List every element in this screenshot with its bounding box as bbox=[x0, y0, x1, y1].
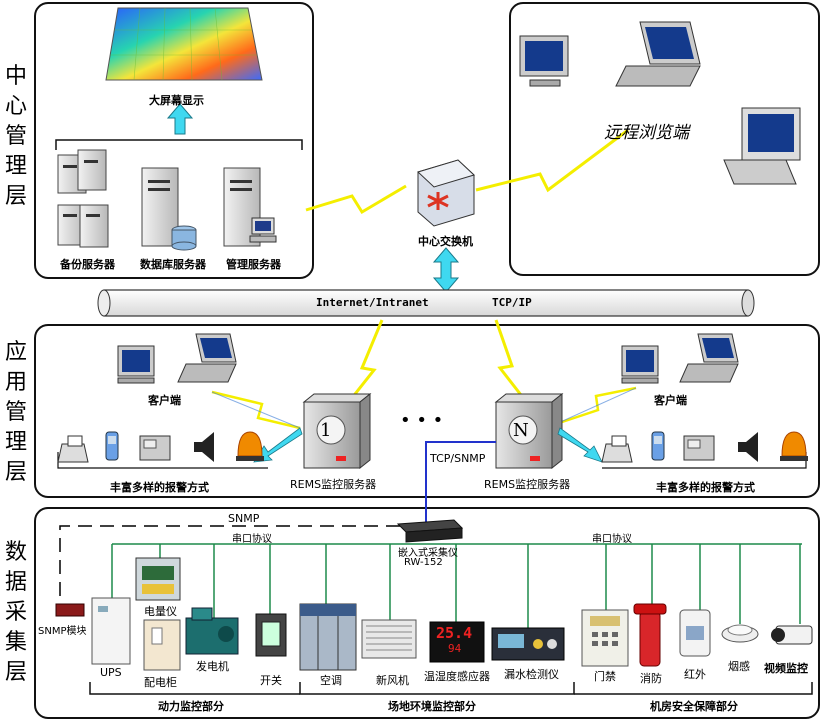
air-conditioner-label: 空调 bbox=[320, 674, 342, 687]
rems-server-1-label: REMS监控服务器 bbox=[290, 478, 377, 491]
security-section: 机房安全保障部分 bbox=[650, 700, 738, 713]
internet-label: Internet/Intranet bbox=[316, 296, 429, 309]
snmp-label: SNMP bbox=[228, 512, 260, 525]
server-ellipsis: • • • bbox=[400, 410, 444, 431]
power-meter-label: 电量仪 bbox=[144, 605, 177, 618]
client-laptop-icon-right bbox=[679, 333, 739, 383]
fire-label: 消防 bbox=[640, 672, 662, 685]
power-meter-icon bbox=[135, 557, 181, 601]
mobile-phone-icon-right bbox=[651, 431, 665, 461]
power-monitoring-section: 动力监控部分 bbox=[158, 700, 224, 713]
upload-arrow-icon bbox=[166, 103, 194, 135]
rems-server-n-icon bbox=[494, 392, 564, 470]
water-leak-detector-icon bbox=[491, 627, 565, 661]
distribution-cabinet-label: 配电柜 bbox=[144, 676, 177, 689]
serial-protocol-label-right: 串口协议 bbox=[592, 534, 632, 545]
access-control-icon bbox=[581, 609, 629, 667]
distribution-cabinet-icon bbox=[143, 619, 181, 671]
embedded-collector-icon bbox=[396, 519, 464, 543]
remote-workstation-icon bbox=[723, 107, 801, 185]
air-conditioner-icon bbox=[299, 603, 357, 671]
tcp-snmp-label: TCP/SNMP bbox=[430, 452, 486, 465]
water-leak-label: 漏水检测仪 bbox=[504, 668, 559, 681]
client-desktop-icon-right bbox=[621, 345, 659, 384]
temperature-reading: 25.4 bbox=[436, 624, 473, 642]
infrared-label: 红外 bbox=[684, 668, 706, 681]
fax-icon-right bbox=[601, 435, 633, 463]
smoke-detector-label: 烟感 bbox=[728, 660, 750, 673]
phone-icon-right bbox=[683, 435, 715, 461]
speaker-icon bbox=[194, 432, 214, 462]
layer-title-application: 应用管理层 bbox=[4, 340, 27, 485]
management-server-label: 管理服务器 bbox=[226, 258, 281, 271]
serial-bus bbox=[111, 543, 802, 628]
fax-icon bbox=[57, 435, 89, 463]
phone-icon bbox=[139, 435, 171, 461]
snmp-module-icon bbox=[55, 603, 85, 617]
layer-title-center: 中心管理层 bbox=[4, 64, 27, 209]
collector-model-label: RW-152 bbox=[404, 557, 443, 568]
rems-server-1-icon bbox=[302, 392, 372, 470]
remote-laptop-icon bbox=[615, 21, 701, 87]
serial-protocol-label-left: 串口协议 bbox=[232, 534, 272, 545]
generator-label: 发电机 bbox=[196, 660, 229, 673]
client-label-right: 客户端 bbox=[654, 394, 687, 407]
client-label-left: 客户端 bbox=[148, 394, 181, 407]
infrared-sensor-icon bbox=[679, 609, 711, 657]
smoke-detector-icon bbox=[721, 624, 759, 643]
center-switch-label: 中心交换机 bbox=[418, 235, 473, 248]
environment-monitoring-section: 场地环境监控部分 bbox=[388, 700, 476, 713]
temperature-humidity-sensor-icon bbox=[429, 621, 485, 663]
warning-light-icon bbox=[236, 431, 264, 461]
fire-hydrant-icon bbox=[633, 603, 667, 667]
protocol-label: TCP/IP bbox=[492, 296, 532, 309]
big-screen-label: 大屏幕显示 bbox=[149, 94, 204, 107]
collector-label: 嵌入式采集仪 bbox=[398, 548, 458, 559]
remote-browser-label: 远程浏览端 bbox=[604, 123, 689, 143]
rems-server-1-number: 1 bbox=[320, 420, 332, 441]
rems-server-n-label: REMS监控服务器 bbox=[484, 478, 571, 491]
backup-server-icon bbox=[57, 149, 109, 248]
fresh-air-unit-icon bbox=[361, 619, 417, 659]
client-desktop-icon-left bbox=[117, 345, 155, 384]
client-laptop-icon-left bbox=[177, 333, 237, 383]
warning-light-icon-right bbox=[780, 431, 808, 461]
layer-title-data: 数据采集层 bbox=[4, 540, 27, 685]
ups-icon bbox=[91, 597, 131, 665]
database-server-icon bbox=[141, 167, 197, 251]
ups-label: UPS bbox=[100, 666, 122, 679]
internet-pipe bbox=[97, 289, 755, 317]
database-server-label: 数据库服务器 bbox=[140, 258, 206, 271]
bidirectional-arrow-icon bbox=[432, 247, 460, 293]
video-monitoring-label: 视频监控 bbox=[764, 662, 808, 675]
speaker-icon-right bbox=[738, 432, 758, 462]
big-screen-display bbox=[105, 7, 263, 81]
rems-server-n-number: N bbox=[513, 420, 529, 441]
snmp-module-label: SNMP模块 bbox=[38, 626, 87, 637]
remote-desktop-icon bbox=[519, 35, 569, 87]
alarm-methods-label-right: 丰富多样的报警方式 bbox=[656, 481, 755, 494]
switch-breaker-icon bbox=[255, 613, 287, 657]
management-server-icon bbox=[223, 167, 277, 247]
fresh-air-unit-label: 新风机 bbox=[376, 674, 409, 687]
alarm-methods-label-left: 丰富多样的报警方式 bbox=[110, 481, 209, 494]
generator-icon bbox=[185, 607, 239, 655]
humidity-reading: 94 bbox=[448, 642, 462, 655]
access-control-label: 门禁 bbox=[594, 670, 616, 683]
center-switch-icon bbox=[417, 159, 475, 227]
switch-label: 开关 bbox=[260, 674, 282, 687]
backup-server-label: 备份服务器 bbox=[60, 258, 115, 271]
video-camera-icon bbox=[771, 625, 813, 645]
temperature-humidity-label: 温湿度感应器 bbox=[424, 670, 490, 683]
mobile-phone-icon bbox=[105, 431, 119, 461]
